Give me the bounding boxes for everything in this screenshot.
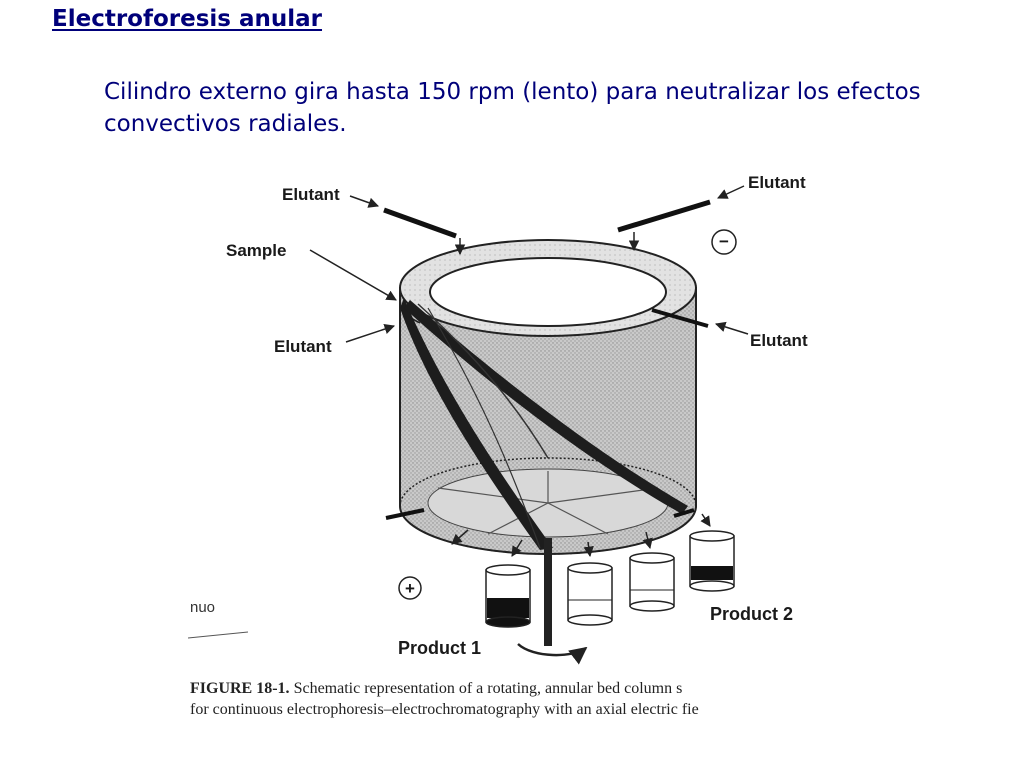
label-elutant-mid-right: Elutant [750, 331, 808, 350]
drip-arrows [451, 513, 711, 558]
caption-number: FIGURE 18-1. [190, 680, 290, 697]
vial-product-1 [485, 564, 531, 628]
label-elutant-top-right: Elutant [748, 173, 806, 192]
label-elutant-top-left: Elutant [282, 185, 340, 204]
separation-bands [400, 298, 688, 550]
minus-electrode-icon: − [711, 229, 737, 255]
collection-vials [485, 530, 735, 628]
caption-line-2: for continuous electrophoresis–electroch… [190, 701, 699, 718]
vial-product-2 [689, 530, 735, 592]
rotation-shaft [517, 538, 588, 665]
edge-line [188, 631, 249, 639]
apparatus-diagram: − + Elutant Elutant Sample Elutant Eluta… [188, 173, 808, 665]
label-product-1: Product 1 [398, 638, 481, 658]
vial-empty-a [567, 562, 613, 626]
edge-text: nuo [190, 599, 215, 616]
feed-tubes [383, 199, 711, 520]
figure-caption: FIGURE 18-1. Schematic representation of… [190, 678, 836, 720]
annular-electrophoresis-figure: − + Elutant Elutant Sample Elutant Eluta… [188, 158, 836, 740]
plus-sign: + [405, 579, 415, 598]
slide-body-text: Cilindro externo gira hasta 150 rpm (len… [104, 79, 921, 137]
label-elutant-mid-left: Elutant [274, 337, 332, 356]
label-arrows [309, 185, 749, 343]
caption-text-1: Schematic representation of a rotating, … [293, 680, 683, 697]
vial-empty-b [629, 552, 675, 612]
plus-electrode-icon: + [398, 576, 422, 600]
caption-line-1: FIGURE 18-1. Schematic representation of… [190, 678, 836, 699]
minus-sign: − [719, 232, 729, 251]
label-sample: Sample [226, 241, 286, 260]
slide-title: Electroforesis anular [52, 6, 323, 32]
label-product-2: Product 2 [710, 604, 793, 624]
